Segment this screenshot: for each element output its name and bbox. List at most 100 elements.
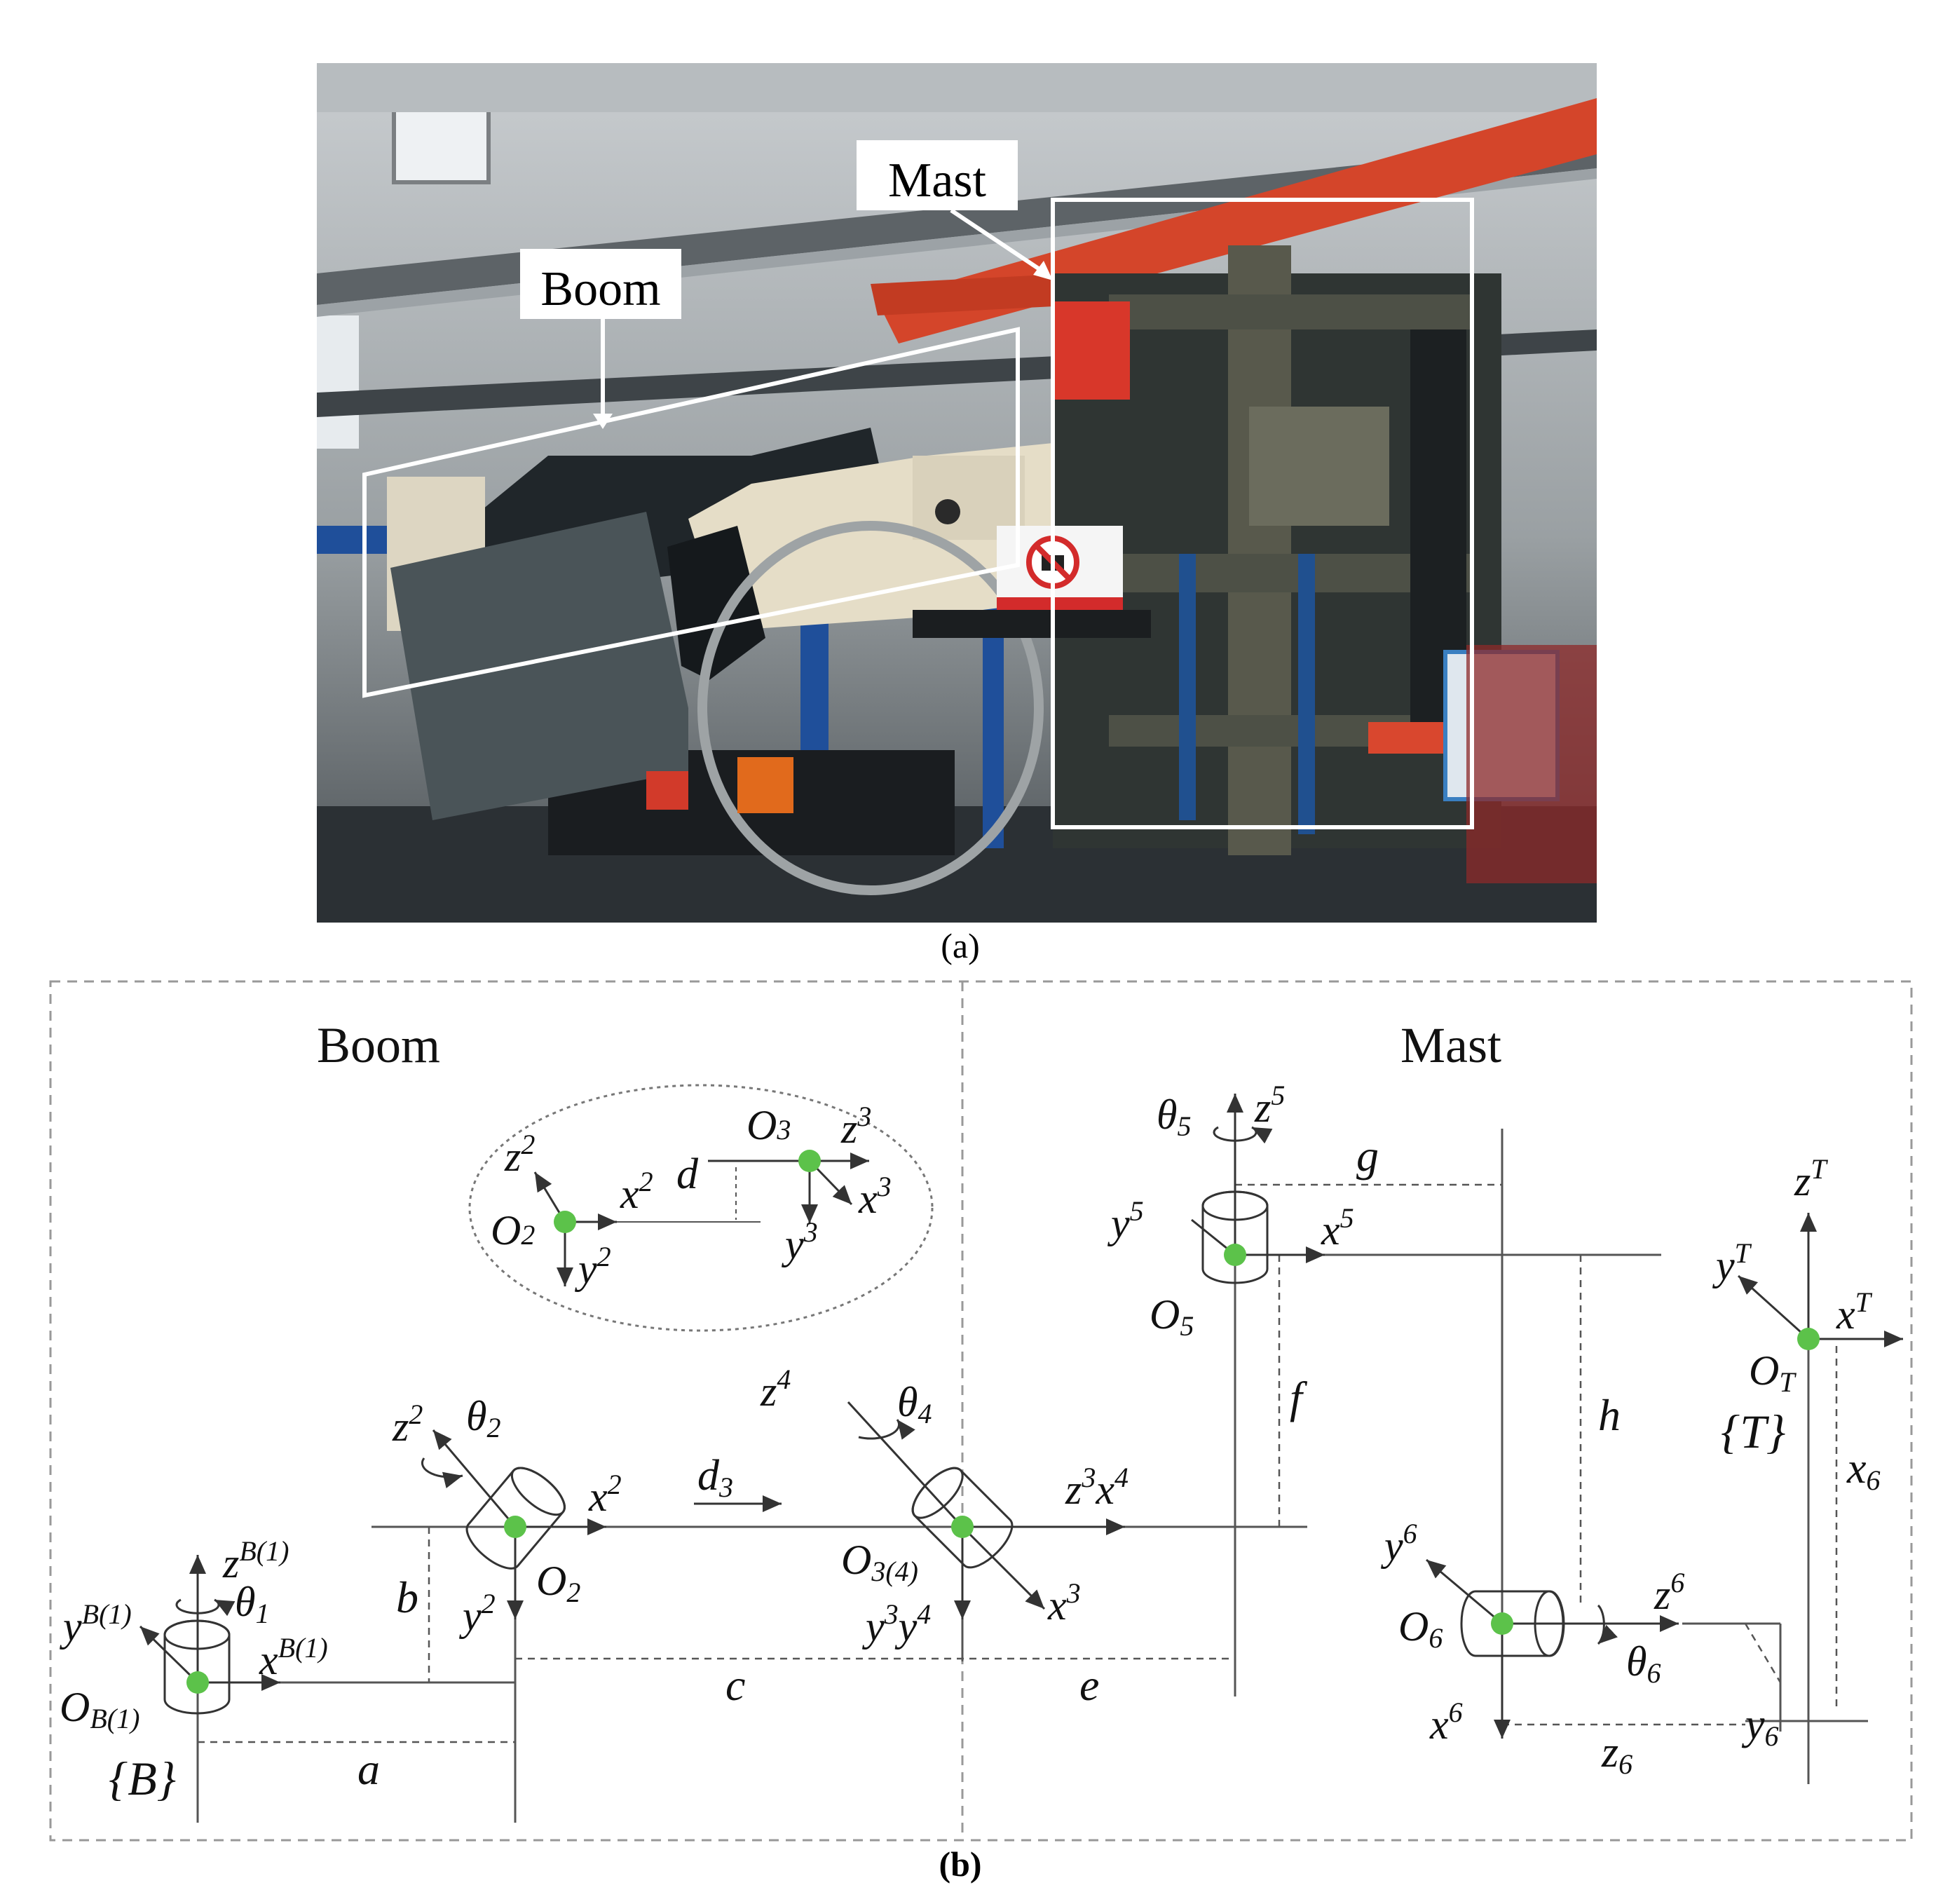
xt-label: xT [1836, 1286, 1873, 1338]
x6-frame-label: x6 [1429, 1696, 1463, 1748]
frame-b [139, 1555, 280, 1715]
y6-frame-label: y6 [1380, 1518, 1417, 1569]
inset-frame-2 [533, 1171, 761, 1286]
dim-b: b [396, 1572, 418, 1622]
o6-label: O6 [1398, 1603, 1443, 1654]
joint34-cylinder [911, 1467, 1014, 1569]
dim-z6: z6 [1601, 1729, 1632, 1780]
mast-callout-label: Mast [888, 154, 987, 208]
window [392, 100, 491, 184]
inset-y2-label: y2 [574, 1241, 611, 1292]
o2-label: O2 [536, 1558, 580, 1608]
work-platform [913, 610, 1151, 638]
inset-z2-label: z2 [504, 1129, 535, 1180]
mast-callout-arrowhead [1033, 261, 1053, 280]
red-fence [1466, 645, 1597, 883]
dim-a: a [357, 1744, 380, 1794]
joint2-cylinder [465, 1467, 566, 1570]
o34-label: O3(4) [841, 1537, 918, 1587]
mast-blue-rail-left [1179, 554, 1196, 820]
photo-panel: Boom Mast [317, 63, 1597, 923]
dimension-lines [198, 1183, 1838, 1743]
inset-y3-label: y3 [781, 1216, 818, 1267]
joint2-origin [504, 1516, 526, 1538]
frame-2 [421, 1429, 606, 1619]
d3-label: d3 [697, 1452, 733, 1503]
z6-frame-label: z6 [1654, 1567, 1684, 1618]
dim-h: h [1598, 1390, 1621, 1440]
inset-frame-3 [708, 1150, 869, 1223]
orange-actuator [737, 757, 793, 813]
tool-origin [1797, 1328, 1820, 1350]
mast-callout-arrow [950, 208, 1047, 276]
brace-b-label: {B} [109, 1752, 176, 1805]
inset-o3-label: O3 [746, 1102, 791, 1148]
theta4-label: θ4 [897, 1379, 932, 1429]
y2-label: y2 [458, 1588, 496, 1639]
brace-t-label: {T} [1721, 1405, 1785, 1458]
joint1-cylinder [163, 1619, 231, 1715]
joint5-origin [1224, 1244, 1246, 1266]
y3y4-label: y3y4 [861, 1598, 931, 1650]
x5-label: x5 [1321, 1202, 1354, 1253]
y5-label: y5 [1107, 1195, 1144, 1246]
boom-callout-box [520, 249, 681, 319]
boom-section-title: Boom [317, 1017, 440, 1073]
theta1-label: θ1 [235, 1579, 269, 1629]
dim-f: f [1290, 1373, 1308, 1422]
mast-section-title: Mast [1400, 1017, 1501, 1073]
frame-6 [1426, 1558, 1679, 1739]
panel-a-caption: (a) [941, 926, 980, 965]
zb-label: zB(1) [222, 1535, 289, 1586]
boom-callout-arrowhead [593, 414, 613, 429]
inset-joint-o2 [554, 1211, 576, 1233]
inset-x3-label: x3 [858, 1171, 892, 1222]
frame-5 [1191, 1094, 1325, 1284]
joint1-origin [186, 1671, 209, 1694]
mast-callout-box [857, 140, 1018, 210]
joint5-cylinder [1201, 1190, 1269, 1284]
mast-column [1228, 245, 1291, 855]
boom-dark-housing [667, 526, 765, 680]
z5-label: z5 [1254, 1080, 1285, 1131]
dim-g: g [1356, 1131, 1379, 1181]
joint34-origin [951, 1516, 974, 1538]
boom-pin [935, 499, 960, 524]
safety-sign-strip [997, 597, 1123, 610]
joint6-cylinder [1460, 1590, 1565, 1657]
ceiling-beam [317, 63, 1597, 112]
hose-loop [697, 521, 1044, 895]
theta5-label: θ5 [1157, 1092, 1191, 1142]
frame-t [1737, 1213, 1903, 1350]
red-crane-arm [871, 273, 1081, 315]
panel-b-frame [49, 980, 1913, 1842]
theta6-label: θ6 [1626, 1638, 1661, 1689]
ob-label: OB(1) [60, 1684, 139, 1734]
inset-z3-label: z3 [840, 1101, 871, 1152]
yb-label: yB(1) [59, 1598, 132, 1650]
theta2-label: θ2 [466, 1393, 500, 1443]
inset-x2-label: x2 [620, 1166, 653, 1217]
xb-label: xB(1) [259, 1632, 328, 1683]
z3x4-label: z3x4 [1065, 1462, 1129, 1513]
boom-highlight-box [362, 327, 1020, 698]
dim-x6: x6 [1846, 1445, 1881, 1496]
mast-red-control-box [1053, 301, 1130, 400]
mast-orange-part [1368, 722, 1445, 754]
inset-d-label: d [676, 1150, 699, 1198]
zt-label: zT [1794, 1153, 1828, 1204]
mast-plate [1249, 407, 1389, 526]
joint6-origin [1491, 1612, 1513, 1635]
dim-e: e [1079, 1660, 1099, 1710]
frame-34 [847, 1401, 1125, 1619]
dim-y6: y6 [1741, 1701, 1779, 1752]
inset-o2-label: O2 [491, 1207, 535, 1253]
o5-label: O5 [1150, 1291, 1194, 1342]
dim-c: c [725, 1660, 745, 1710]
ot-label: OT [1749, 1347, 1797, 1398]
x3-label: x3 [1047, 1577, 1081, 1628]
z2-label: z2 [392, 1399, 423, 1450]
yt-label: yT [1712, 1237, 1752, 1288]
boom-callout-label: Boom [540, 262, 660, 316]
z4-label: z4 [760, 1364, 791, 1415]
